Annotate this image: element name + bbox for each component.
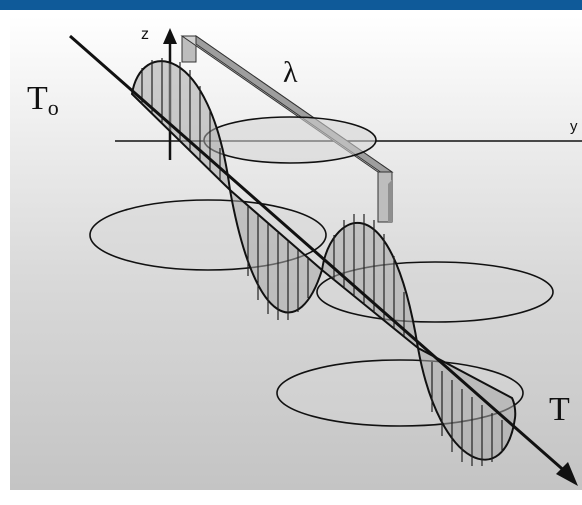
vertical-lobe-1 — [130, 60, 232, 193]
bottom-margin — [0, 490, 582, 505]
start-point-label-T: T — [27, 80, 48, 117]
end-point-label: T — [549, 391, 570, 428]
vertical-lobe-2 — [228, 187, 324, 314]
start-point-label-sub: o — [48, 95, 59, 120]
header-bar — [0, 0, 582, 10]
y-axis-label: y — [570, 118, 578, 135]
propagation-axis — [69, 34, 569, 476]
header-gap — [0, 10, 582, 16]
propagation-arrow — [556, 462, 578, 486]
start-point-label: To — [27, 80, 59, 120]
z-axis-label: z — [141, 26, 149, 43]
vertical-wave-lobes — [130, 58, 517, 466]
wavelength-label: λ — [283, 56, 298, 89]
horizontal-lobe-1 — [203, 116, 377, 164]
z-axis-arrow — [163, 28, 177, 44]
